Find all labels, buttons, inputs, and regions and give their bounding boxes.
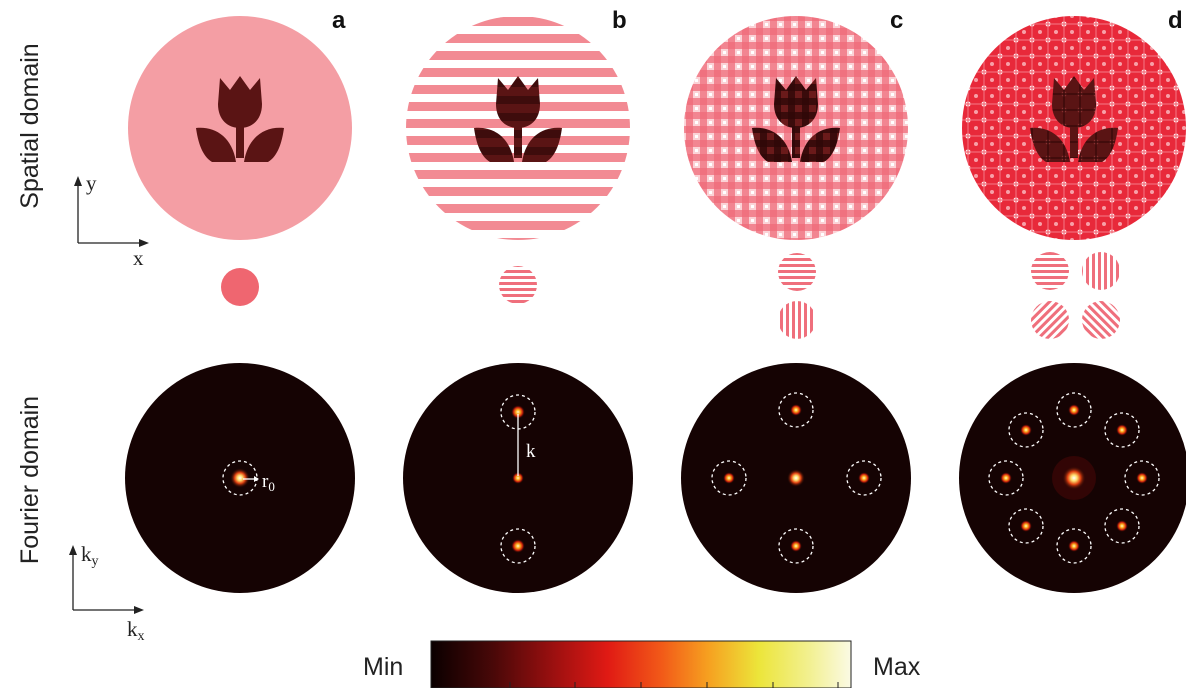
frequency-spot xyxy=(787,469,805,487)
frequency-spot xyxy=(1116,520,1128,532)
dashed-circle-marker xyxy=(1008,508,1044,544)
panel-label-d: d xyxy=(1168,7,1183,34)
spatial-x-label: x xyxy=(133,246,144,270)
frequency-spot xyxy=(1068,540,1080,552)
illumination-pattern-b xyxy=(499,266,537,304)
dashed-circle-marker xyxy=(1008,412,1044,448)
row-title-fourier: Fourier domain xyxy=(16,396,44,564)
wavevector-label: k xyxy=(526,441,536,462)
dashed-circle-marker xyxy=(711,460,747,496)
spatial-panel-a xyxy=(128,16,352,240)
fourier-kx-label: kx xyxy=(127,617,145,644)
spatial-axes-icon xyxy=(74,176,149,247)
illumination-pattern-c-vertical xyxy=(778,301,816,339)
fourier-panel-c xyxy=(681,363,911,593)
frequency-spot xyxy=(1136,472,1148,484)
dashed-circle-marker xyxy=(988,460,1024,496)
frequency-spot xyxy=(1020,424,1032,436)
fourier-axes-icon xyxy=(69,545,144,614)
frequency-spot xyxy=(511,539,525,553)
dashed-circle-marker xyxy=(500,528,536,564)
dashed-circle-marker xyxy=(1104,508,1140,544)
frequency-spot xyxy=(512,472,524,484)
row-title-spatial: Spatial domain xyxy=(16,43,44,208)
fourier-panel-b: k xyxy=(403,363,633,593)
colorbar-max-label: Max xyxy=(873,653,921,681)
illumination-pattern-d-diagonal-2 xyxy=(1082,301,1120,339)
colorbar xyxy=(430,640,852,688)
dashed-circle-marker xyxy=(1056,528,1092,564)
frequency-spot xyxy=(790,540,802,552)
radius-label: r0 xyxy=(262,471,275,494)
fourier-ky-label: ky xyxy=(81,542,99,569)
dashed-circle-marker xyxy=(1056,392,1092,428)
frequency-spot xyxy=(1062,466,1086,490)
colorbar-min-label: Min xyxy=(363,653,403,681)
panel-label-c: c xyxy=(890,7,903,34)
illumination-pattern-d-horizontal xyxy=(1031,252,1069,290)
spatial-panel-d xyxy=(962,16,1186,240)
fourier-panel-a: r0 xyxy=(125,363,355,593)
frequency-spot xyxy=(1020,520,1032,532)
dashed-circle-marker xyxy=(846,460,882,496)
illumination-pattern-c-horizontal xyxy=(778,253,816,291)
panel-label-b: b xyxy=(612,7,627,34)
illumination-pattern-d-vertical xyxy=(1082,252,1120,290)
fourier-panel-d xyxy=(959,363,1186,593)
frequency-spot xyxy=(511,405,525,419)
frequency-spot xyxy=(1000,472,1012,484)
frequency-spot xyxy=(858,472,870,484)
dashed-circle-marker xyxy=(778,392,814,428)
illumination-pattern-d-diagonal-1 xyxy=(1031,301,1069,339)
frequency-spot xyxy=(790,404,802,416)
spatial-panel-b xyxy=(406,16,630,240)
spatial-y-label: y xyxy=(86,171,97,195)
frequency-spot xyxy=(1116,424,1128,436)
panel-label-a: a xyxy=(332,7,346,34)
dashed-circle-marker xyxy=(1104,412,1140,448)
dashed-circle-marker xyxy=(1124,460,1160,496)
spatial-panel-c xyxy=(684,16,908,240)
frequency-spot xyxy=(230,468,250,488)
dashed-circle-marker xyxy=(778,528,814,564)
illumination-pattern-a xyxy=(221,268,259,306)
frequency-spot xyxy=(723,472,735,484)
frequency-spot xyxy=(1068,404,1080,416)
